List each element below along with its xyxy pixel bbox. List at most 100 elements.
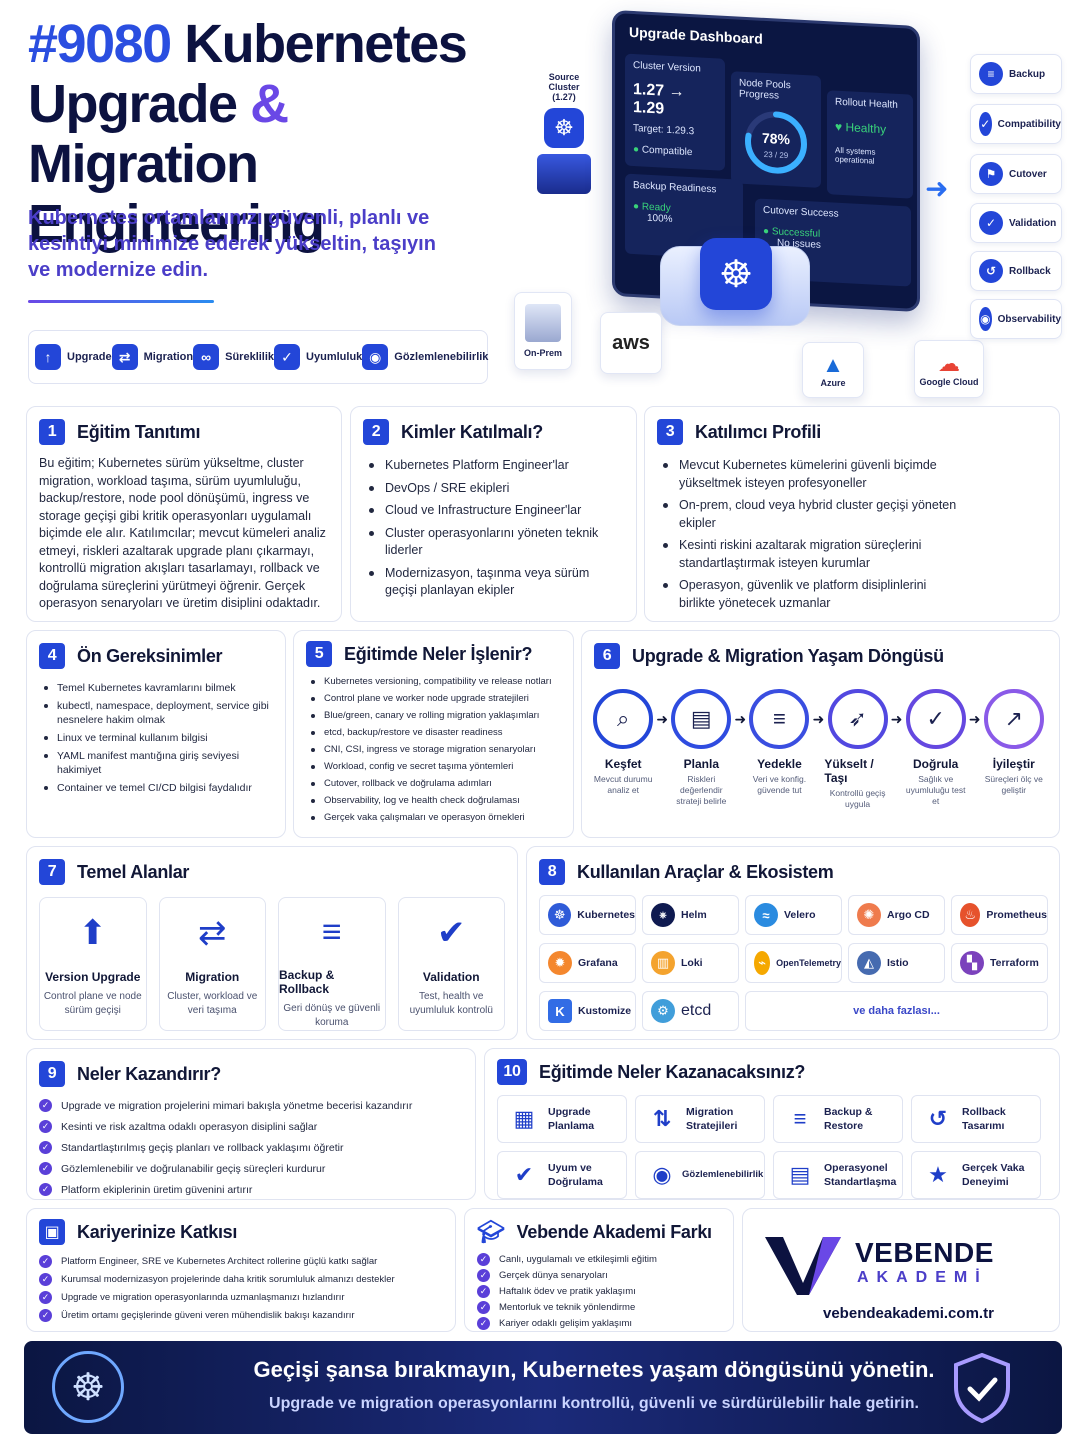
dashboard-title: Upgrade Dashboard [629,23,763,47]
rollout-note: All systems operational [835,145,876,166]
feature-pills: ↑Upgrade ⇄Migration ∞Süreklilik ✓Uyumlul… [28,330,488,384]
section-difference: 🎓︎Vebende Akademi Farkı Canlı, uygulamal… [464,1208,734,1332]
section-title: Eğitim Tanıtımı [77,421,201,442]
swap-icon: ⇄ [111,344,138,370]
list-item: Modernizasyon, taşınma veya sürüm geçişi… [363,565,624,600]
cloud-icon: ☁ [938,351,960,376]
arrow-icon: ➜ [656,711,669,727]
section-title: Eğitimde Neler Kazanacaksınız? [539,1061,806,1082]
side-observability: ◉Observability [970,299,1062,339]
onprem-label: On-Prem [523,348,562,358]
aws-logo: aws [612,331,650,354]
step-desc: Veri ve konfig. güvende tut [752,774,807,795]
gain-label: Migration [686,1106,734,1118]
shield-check-icon: ✔ [437,914,466,952]
section-intro: 1 Eğitim Tanıtımı Bu eğitim; Kubernetes s… [26,406,342,622]
list-item: Kariyer odaklı gelişim yaklaşımı [477,1317,721,1331]
list-item: Mevcut Kubernetes kümelerini güvenli biç… [657,457,957,492]
section-number: 9 [39,1061,65,1087]
star-icon: ★ [928,1162,948,1187]
helm-icon: ⎈ [651,903,675,927]
pill-label: Migration [143,351,194,363]
tool-name: OpenTelemetry [776,958,841,968]
cluster-version-card: Cluster Version 1.27 → 1.29 Target: 1.29… [625,53,725,171]
brand-url[interactable]: vebendeakademi.com.tr [823,1305,994,1322]
database-icon: ≡ [749,689,810,749]
side-label: Compatibility [997,118,1061,130]
list-item: Observability, log ve health check doğru… [306,794,561,808]
briefcase-icon: ▣ [39,1219,65,1245]
list-item: Kubernetes Platform Engineer'lar [363,457,624,475]
kubernetes-helm-icon: ☸ [544,108,584,148]
database-icon: ≡ [793,1106,807,1131]
eye-icon: ◉ [362,344,389,370]
tool-kubernetes: ☸Kubernetes [539,895,636,935]
step-desc: Mevcut durumu analiz et [593,774,653,795]
tool-name: Terraform [990,957,1039,969]
title-line1: Kubernetes [184,14,468,74]
step-desc: Kontrollü geçiş uygula [829,788,886,809]
list-item: YAML manifest mantığına giriş seviyesi h… [39,749,273,777]
side-compatibility: ✓Compatibility [970,104,1062,144]
list-item: Kesinti riskini azaltarak migration süre… [657,537,957,572]
list-item: Blue/green, canary ve rolling migration … [306,709,561,723]
pill-label: Uyumluluk [306,351,363,363]
footer-main-text: Geçişi şansa bırakmayın, Kubernetes yaşa… [253,1357,935,1382]
list-item: Upgrade ve migration projelerini mimari … [39,1099,463,1113]
istio-icon: ◭ [857,951,881,975]
step-name: Keşfet [604,757,642,771]
pill-continuity: ∞Süreklilik [193,344,274,370]
undo-icon: ↺ [928,1106,948,1131]
tool-argocd: ✺Argo CD [848,895,945,935]
gain-label: Rollback [962,1106,1006,1118]
gain-label: Backup & [824,1106,873,1118]
tool-opentelemetry: ⌁OpenTelemetry [745,943,842,983]
upgrade-dashboard: Upgrade Dashboard Cluster Version 1.27 →… [612,9,920,313]
pill-migration: ⇄ Migration [111,344,194,370]
difference-list: Canlı, uygulamalı ve etkileşimli eğitim … [477,1253,721,1331]
tools-more: ve daha fazlası... [745,991,1048,1031]
etcd-icon: ⚙ [651,999,675,1023]
section-number: 1 [39,419,65,445]
document-check-icon: ▤ [789,1162,811,1187]
infinity-icon: ∞ [193,344,220,370]
section-number: 3 [657,419,683,445]
list-item: Cluster operasyonlarını yöneten teknik l… [363,525,624,560]
list-item: Gözlemlenebilir ve doğrulanabilir geçiş … [39,1162,463,1176]
node-pools-card: Node Pools Progress 78% 23 / 29 [731,71,821,188]
section-title: Kimler Katılmalı? [401,421,543,442]
card-label: Backup Readiness [633,180,717,196]
source-cluster: Source Cluster (1.27) ☸ [532,72,596,194]
brand-sub: AKADEMİ [857,1269,988,1286]
progress-ring-fill [745,111,807,174]
source-label: Source Cluster [548,72,580,92]
pill-label: Gözlemlenebilirlik [394,351,489,363]
intro-text: Bu eğitim; Kubernetes sürüm yükseltme, c… [39,456,326,610]
arrow-right-icon: ➜ [925,173,949,204]
side-rollback: ↺Rollback [970,251,1062,291]
list-item: Temel Kubernetes kavramlarını bilmek [39,681,273,695]
gain-label: Gözlemlenebilirlik [682,1169,764,1180]
brand-card: VEBENDE AKADEMİ vebendeakademi.com.tr [742,1208,1060,1332]
list-item: Cutover, rollback ve doğrulama adımları [306,777,561,791]
heart-icon: ♥ [835,119,843,134]
pill-compliance: ✓Uyumluluk [274,344,362,370]
section-title: Kullanılan Araçlar & Ekosistem [577,861,834,882]
side-label: Cutover [1009,168,1047,180]
profile-list: Mevcut Kubernetes kümelerini güvenli biç… [657,457,957,612]
list-item: Operasyon, güvenlik ve platform disiplin… [657,577,957,612]
tool-velero: ≈Velero [745,895,842,935]
